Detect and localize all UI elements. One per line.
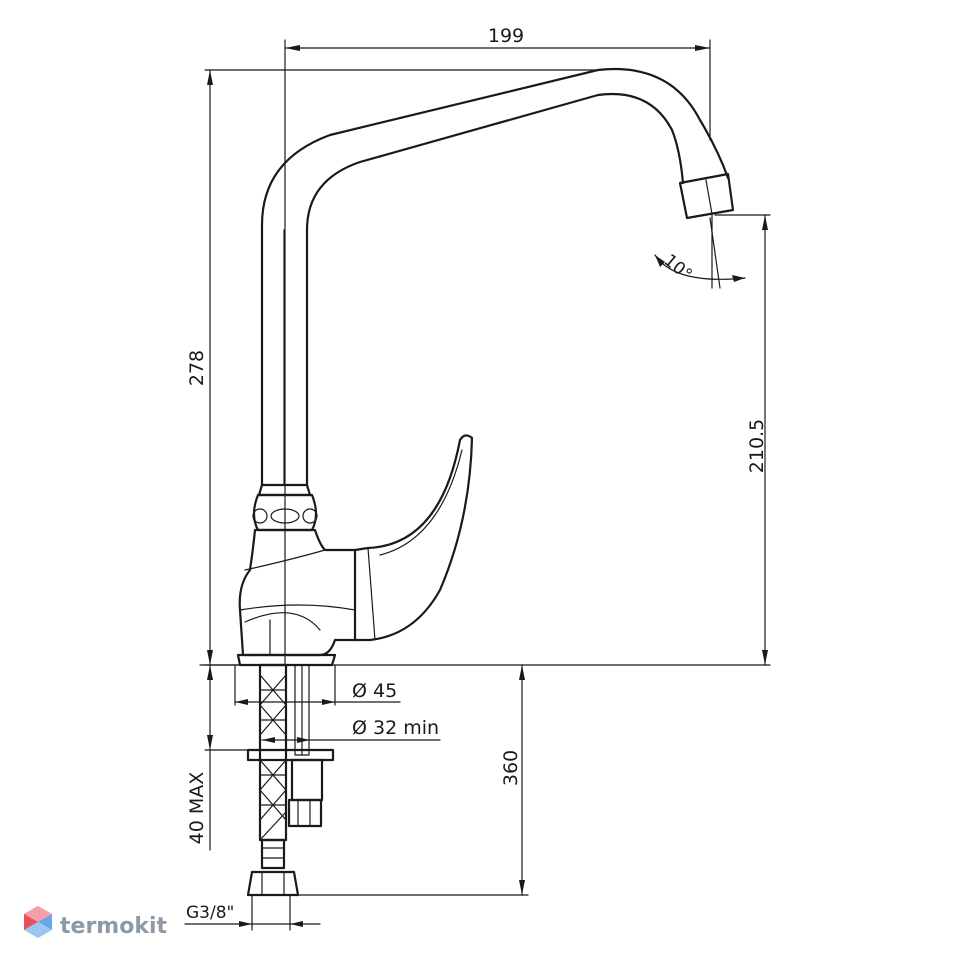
- dimension-width: 199: [284, 25, 711, 666]
- dimension-spout-height: 210.5: [714, 214, 771, 666]
- min-hole-label: Ø 32 min: [352, 717, 439, 739]
- mounting-assembly: Ø 45 Ø 32 min 40 MAX: [184, 663, 529, 931]
- width-label: 199: [488, 25, 524, 47]
- faucet-body: [236, 434, 474, 667]
- hole-diameter-label: Ø 45: [352, 680, 397, 702]
- thread-label: G3/8": [186, 903, 234, 923]
- angle-label: 10°: [660, 251, 696, 286]
- max-thickness-label: 40 MAX: [186, 772, 208, 845]
- height-label: 278: [186, 350, 208, 386]
- faucet-spout: 10°: [260, 68, 746, 487]
- hose-length-label: 360: [500, 750, 522, 786]
- brand-logo: termokit: [24, 906, 167, 939]
- spout-height-label: 210.5: [746, 419, 768, 473]
- cube-icon: [24, 906, 52, 938]
- brand-name: termokit: [60, 914, 167, 939]
- dimension-total-height: 278: [186, 69, 601, 666]
